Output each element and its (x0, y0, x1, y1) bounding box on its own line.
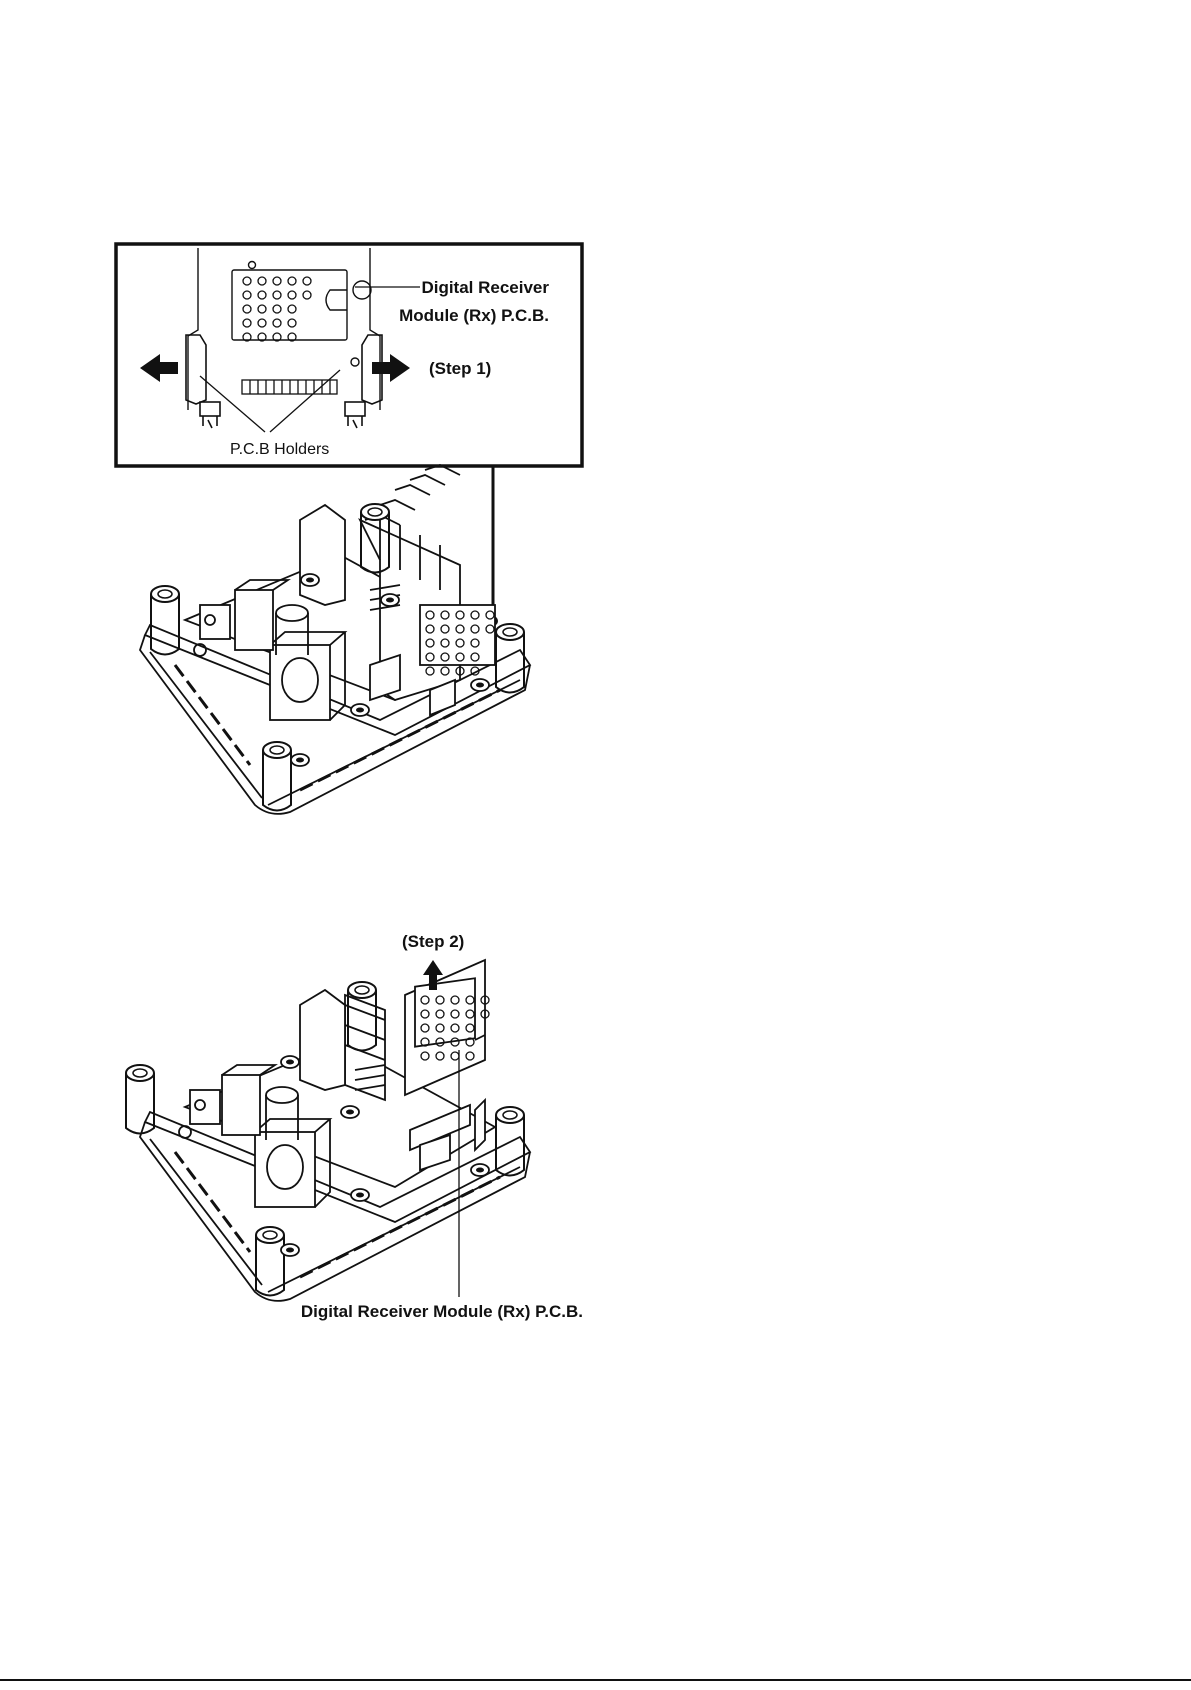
detail-inset-box: Digital Receiver Module (Rx) P.C.B. (Ste… (116, 244, 582, 466)
unit-illustration-step-1 (140, 465, 530, 814)
page-bottom-rule (0, 1679, 1191, 1681)
detail-module-label: Digital Receiver (421, 278, 549, 297)
detail-module-label-2: Module (Rx) P.C.B. (399, 306, 549, 325)
callout-line (488, 466, 498, 626)
module-label: Digital Receiver Module (Rx) P.C.B. (301, 1302, 583, 1321)
pcb-holders-label: P.C.B Holders (230, 441, 329, 458)
step-1-label: (Step 1) (429, 359, 491, 378)
unit-illustration-step-2 (140, 960, 530, 1301)
step-2-label: (Step 2) (402, 932, 464, 951)
